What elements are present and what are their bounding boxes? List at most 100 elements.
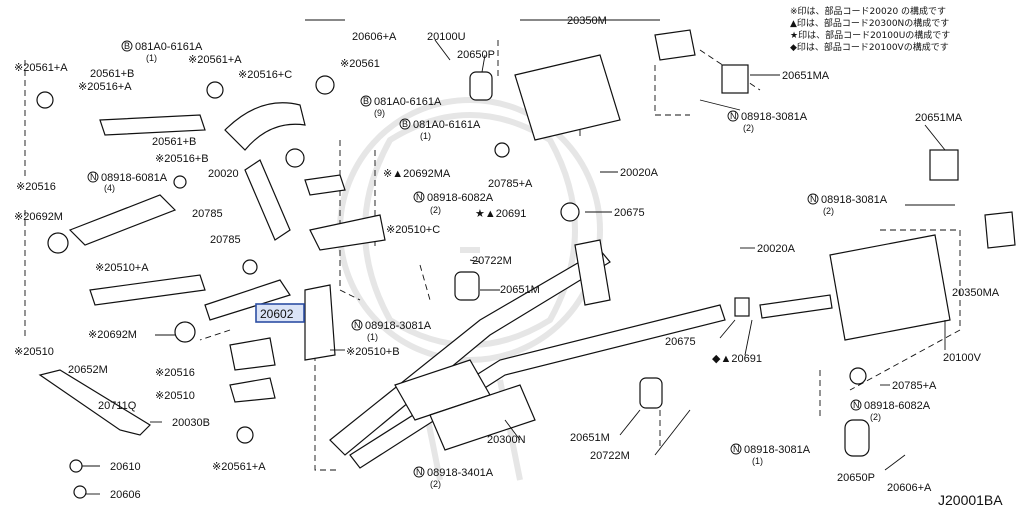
main-muffler-20100u	[514, 54, 621, 141]
main-muffler-20100v	[829, 234, 951, 341]
label-20516[interactable]: ※20516	[16, 181, 56, 193]
label-20692m-left[interactable]: ※20692M	[14, 211, 63, 223]
front-tube-lower	[204, 279, 291, 321]
label-nut-089183081a-r2[interactable]: 08918-3081A	[821, 194, 888, 206]
label-20100v[interactable]: 20100V	[943, 352, 982, 364]
label-20510a[interactable]: ※20510+A	[95, 262, 149, 274]
highlight-20602[interactable]: 20602	[255, 303, 305, 323]
label-20650p-top[interactable]: 20650P	[457, 49, 495, 61]
clamp-20675-m	[560, 202, 580, 222]
label-20510[interactable]: ※20510	[14, 346, 54, 358]
center-pipe-upper	[329, 249, 611, 456]
label-bolt-081a0-right[interactable]: 081A0-6161A	[413, 119, 481, 131]
gasket-20692m	[47, 232, 69, 254]
label-20606-bottom[interactable]: 20606	[110, 489, 141, 501]
svg-text:B: B	[124, 41, 130, 51]
label-20020a-right[interactable]: 20020A	[757, 243, 796, 255]
mount-20651m-b	[639, 377, 663, 409]
bracket-20711q	[38, 369, 151, 436]
label-nut-089183081a-r1[interactable]: 08918-3081A	[741, 111, 808, 123]
insulator-20516-b	[229, 337, 276, 371]
svg-text:B: B	[363, 96, 369, 106]
label-20100u[interactable]: 20100U	[427, 31, 466, 43]
label-20651ma-right[interactable]: 20651MA	[915, 112, 963, 124]
label-20510b[interactable]: ※20510+B	[346, 346, 400, 358]
label-20606a-bottom[interactable]: 20606+A	[887, 482, 932, 494]
label-20510-bottom[interactable]: ※20510	[155, 390, 195, 402]
svg-text:N: N	[730, 111, 737, 121]
label-nut-089186082a-right-qty: (2)	[870, 412, 881, 422]
label-20785a-top[interactable]: 20785+A	[488, 178, 533, 190]
catalyst-20602-pipe	[304, 284, 336, 361]
svg-text:N: N	[416, 192, 423, 202]
label-20516c[interactable]: ※20516+C	[238, 69, 292, 81]
svg-text:N: N	[416, 467, 423, 477]
label-20722m-bottom[interactable]: 20722M	[590, 450, 630, 462]
label-20692ma[interactable]: ※▲20692MA	[383, 168, 451, 180]
label-20610[interactable]: 20610	[110, 461, 141, 473]
label-nut-089186082a-right[interactable]: 08918-6082A	[864, 400, 931, 412]
label-20561a-left[interactable]: ※20561+A	[14, 62, 68, 74]
heat-insulator-20516a	[99, 114, 206, 136]
flange-20692ma	[304, 174, 346, 196]
label-20722m-mid[interactable]: 20722M	[472, 255, 512, 267]
sensor-20785a-b	[849, 367, 867, 385]
label-bolt-081a0-left[interactable]: 081A0-6161A	[135, 41, 203, 53]
label-20711q[interactable]: 20711Q	[98, 400, 137, 412]
label-20691-right[interactable]: ◆▲20691	[712, 353, 762, 365]
clamp-20561b	[285, 148, 305, 168]
label-nut-089183081a-mid-qty: (1)	[367, 332, 378, 342]
label-20350m[interactable]: 20350M	[567, 15, 607, 27]
svg-text:N: N	[354, 320, 361, 330]
label-20510c[interactable]: ※20510+C	[386, 224, 440, 236]
label-nut-089183081a-bottom[interactable]: 08918-3081A	[744, 444, 811, 456]
front-tube-20020	[244, 159, 291, 241]
label-20785-b[interactable]: 20785	[210, 234, 241, 246]
nut-20610	[69, 459, 83, 473]
label-20516-bottom[interactable]: ※20516	[155, 367, 195, 379]
label-20651m-mid[interactable]: 20651M	[500, 284, 540, 296]
bracket-20651ma-t	[721, 64, 749, 94]
center-muffler-b	[429, 384, 536, 451]
label-20561b-left[interactable]: 20561+B	[90, 68, 134, 80]
label-20651m-bottom[interactable]: 20651M	[570, 432, 610, 444]
label-20675-mid[interactable]: 20675	[614, 207, 645, 219]
label-20691-mid[interactable]: ★▲20691	[475, 208, 526, 220]
label-20300n[interactable]: 20300N	[487, 434, 526, 446]
svg-text:N: N	[853, 400, 860, 410]
label-nut-089183081a-mid[interactable]: 08918-3081A	[365, 320, 432, 332]
exhaust-pipes	[38, 29, 1016, 469]
label-20692m-bottom[interactable]: ※20692M	[88, 329, 137, 341]
highlight-label: 20602	[260, 307, 294, 321]
label-20785-a[interactable]: 20785	[192, 208, 223, 220]
label-20606-top[interactable]: 20606+A	[352, 31, 397, 43]
label-20516a[interactable]: ※20516+A	[78, 81, 132, 93]
label-20020-left[interactable]: 20020	[208, 168, 239, 180]
label-20785a-bottom[interactable]: 20785+A	[892, 380, 937, 392]
heat-insulator-20510c	[309, 214, 386, 251]
label-20651ma-top[interactable]: 20651MA	[782, 70, 830, 82]
label-20561b-mid[interactable]: 20561+B	[152, 136, 196, 148]
label-20652m[interactable]: 20652M	[68, 364, 108, 376]
label-20650p-bottom[interactable]: 20650P	[837, 472, 875, 484]
label-20020a-top[interactable]: 20020A	[620, 167, 659, 179]
label-20561[interactable]: ※20561	[340, 58, 380, 70]
label-20561a-bottom[interactable]: ※20561+A	[212, 461, 266, 473]
label-20030b[interactable]: 20030B	[172, 417, 210, 429]
label-20350ma[interactable]: 20350MA	[952, 287, 1000, 299]
clamp-20561	[315, 75, 335, 95]
label-20516b[interactable]: ※20516+B	[155, 153, 209, 165]
heat-insulator-20510a	[89, 274, 206, 306]
label-20675-right[interactable]: 20675	[665, 336, 696, 348]
label-bolt-081a0-mid[interactable]: 081A0-6161A	[374, 96, 442, 108]
clamp-20561a-m	[206, 81, 224, 99]
label-nut-089186082a-mid[interactable]: 08918-6082A	[427, 192, 494, 204]
part-labels: 20606+A 20100U 20350M 20650P 20651MA ※20…	[14, 15, 1000, 501]
label-nut-089183401a[interactable]: 08918-3401A	[427, 467, 494, 479]
label-nut-089186081a-left[interactable]: 08918-6081A	[101, 172, 168, 184]
label-bolt-081a0-left-qty: (1)	[146, 53, 157, 63]
label-20561a-mid[interactable]: ※20561+A	[188, 54, 242, 66]
sensor-20785a-t	[494, 142, 510, 158]
